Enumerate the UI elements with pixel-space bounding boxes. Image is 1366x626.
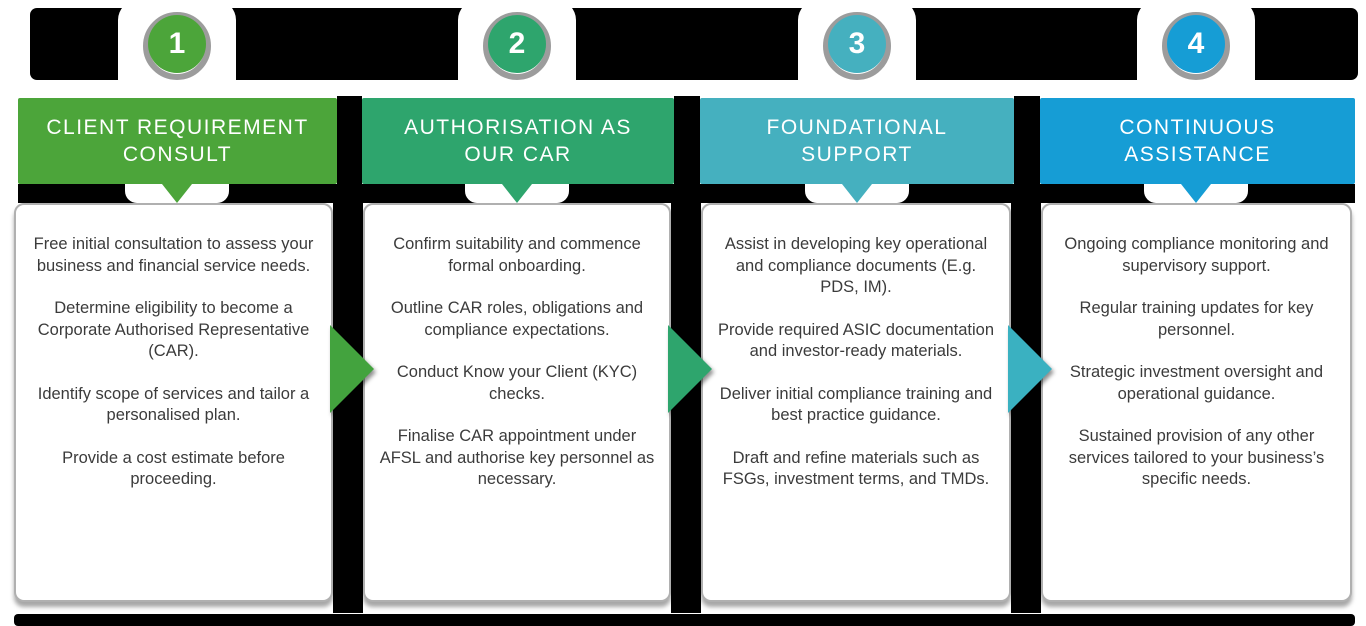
card-paragraph: Provide a cost estimate before proceedin… xyxy=(62,448,285,489)
card-paragraph: Confirm suitability and commence formal … xyxy=(393,235,641,275)
card-paragraph: Finalise CAR appointment under AFSL and … xyxy=(379,427,655,488)
step-card: Ongoing compliance monitoring and superv… xyxy=(1041,203,1352,602)
header-underline-band xyxy=(18,184,1355,203)
step-card: Assist in developing key operational and… xyxy=(701,203,1011,602)
card-paragraph: Provide required ASIC documentation and … xyxy=(717,320,995,361)
card-paragraph: Conduct Know your Client (KYC) checks. xyxy=(396,363,638,403)
header-pointer-icon xyxy=(502,184,532,203)
step-number-badge: 1 xyxy=(148,15,206,73)
card-paragraph: Outline CAR roles, obligations and compl… xyxy=(390,299,644,339)
card-paragraph: Free initial consultation to assess your… xyxy=(33,235,314,275)
header-pointer-icon xyxy=(842,184,872,203)
card-paragraph: Ongoing compliance monitoring and superv… xyxy=(1064,235,1329,275)
card-paragraph: Sustained provision of any other service… xyxy=(1068,427,1325,488)
card-paragraph: Identify scope of services and tailor a … xyxy=(37,384,310,425)
right-arrow-icon xyxy=(1008,325,1052,413)
step-header: CLIENT REQUIREMENT CONSULT xyxy=(18,98,337,184)
header-gap xyxy=(674,96,700,184)
top-band xyxy=(30,8,1358,80)
step-number-badge: 4 xyxy=(1167,15,1225,73)
step-header: AUTHORISATION AS OUR CAR xyxy=(362,98,674,184)
card-paragraph: Deliver initial compliance training and … xyxy=(719,384,993,425)
step-card: Free initial consultation to assess your… xyxy=(14,203,333,602)
card-paragraph: Draft and refine materials such as FSGs,… xyxy=(722,448,990,489)
card-paragraph: Determine eligibility to become a Corpor… xyxy=(37,299,310,360)
right-arrow-icon xyxy=(330,325,374,413)
step-card: Confirm suitability and commence formal … xyxy=(363,203,671,602)
card-paragraph: Assist in developing key operational and… xyxy=(724,235,988,296)
header-gap xyxy=(1014,96,1040,184)
step-header: FOUNDATIONAL SUPPORT xyxy=(700,98,1014,184)
header-pointer-icon xyxy=(1181,184,1211,203)
header-gap xyxy=(337,96,362,184)
card-paragraph: Strategic investment oversight and opera… xyxy=(1069,363,1324,403)
step-number-badge: 2 xyxy=(488,15,546,73)
card-paragraph: Regular training updates for key personn… xyxy=(1079,299,1314,339)
step-number-badge: 3 xyxy=(828,15,886,73)
header-pointer-icon xyxy=(162,184,192,203)
right-arrow-icon xyxy=(668,325,712,413)
bottom-band xyxy=(14,614,1355,626)
step-header: CONTINUOUS ASSISTANCE xyxy=(1040,98,1355,184)
